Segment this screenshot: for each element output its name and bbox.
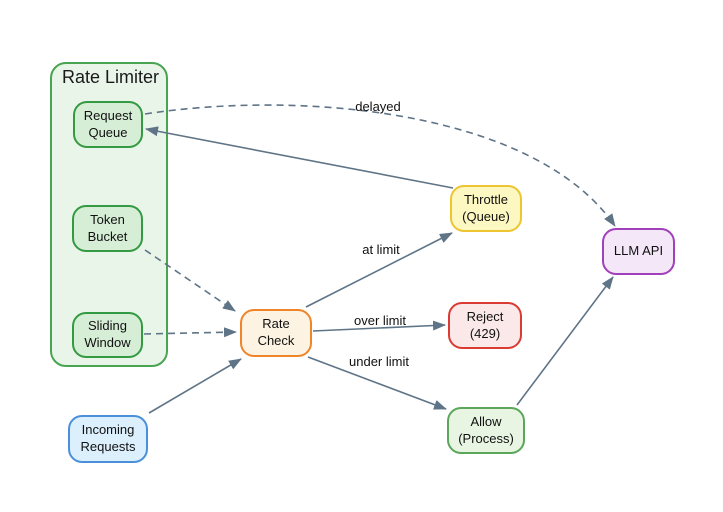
node-throttle: Throttle (Queue) (450, 185, 522, 232)
node-sliding-window: Sliding Window (72, 312, 143, 358)
edge-rate-check-to-reject (312, 320, 446, 332)
edge-rate-check-to-allow (307, 356, 447, 410)
edge-request-queue-to-llm-api (144, 104, 616, 227)
rate-limiter-group-title: Rate Limiter (62, 67, 160, 87)
node-reject: Reject (429) (448, 302, 522, 349)
edge-incoming-requests-to-rate-check (148, 358, 242, 414)
edge-label-at-limit: at limit (362, 242, 400, 257)
node-incoming-requests: Incoming Requests (68, 415, 148, 463)
node-token-bucket: Token Bucket (72, 205, 143, 252)
edge-label-over-limit: over limit (354, 313, 406, 328)
node-llm-api: LLM API (602, 228, 675, 275)
node-rate-check: Rate Check (240, 309, 312, 357)
edge-label-under-limit: under limit (349, 354, 409, 369)
edge-allow-to-llm-api (516, 276, 614, 406)
edge-label-delayed: delayed (355, 99, 401, 114)
node-request-queue: Request Queue (73, 101, 143, 148)
edge-throttle-to-request-queue (145, 126, 454, 189)
node-allow: Allow (Process) (447, 407, 525, 454)
edge-rate-check-to-throttle (305, 232, 453, 308)
